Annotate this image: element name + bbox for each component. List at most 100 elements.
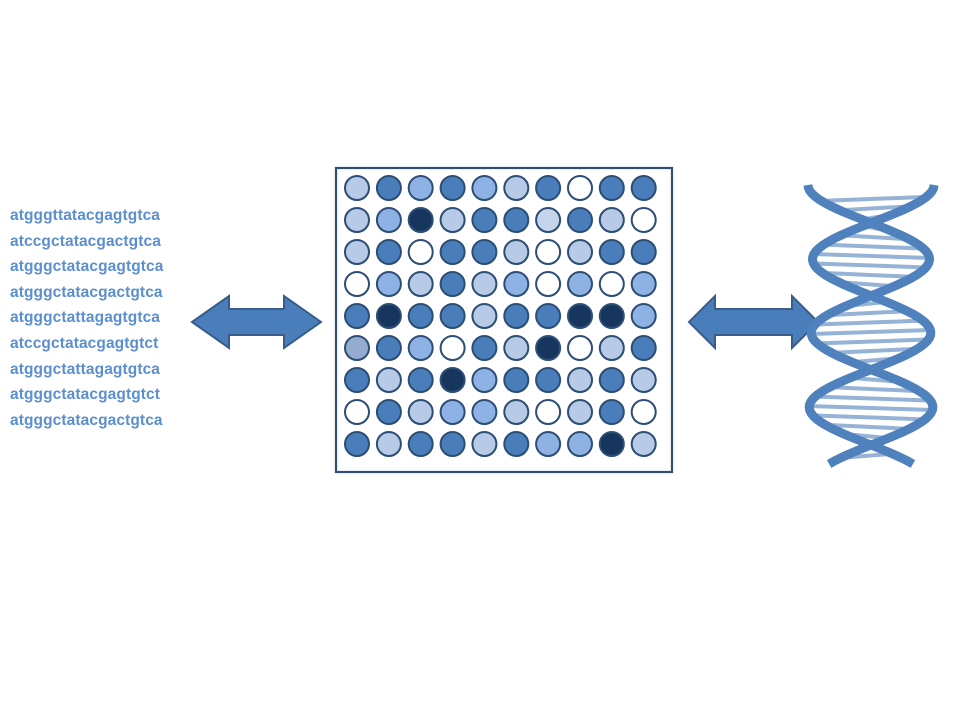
- microarray-spot: [630, 239, 657, 265]
- microarray-spot: [407, 239, 434, 265]
- microarray-spot: [630, 175, 657, 201]
- microarray-spot: [503, 335, 530, 361]
- sequence-line: atgggctattagagtgtca: [10, 360, 161, 378]
- microarray-spot: [535, 175, 562, 201]
- microarray-spot: [567, 207, 593, 233]
- microarray-spot: [344, 367, 370, 393]
- microarray-spot: [535, 239, 562, 265]
- microarray-spot: [344, 303, 370, 329]
- microarray-spot: [439, 303, 466, 329]
- microarray-spot: [375, 207, 402, 233]
- sequence-line: atgggctatacgagtgtca: [10, 258, 164, 276]
- microarray-spot: [598, 303, 625, 329]
- dna-base-pair: [830, 309, 912, 317]
- microarray-spot: [535, 367, 562, 393]
- microarray-spot: [567, 399, 593, 425]
- dna-base-pair: [826, 385, 916, 393]
- sequence-line: atccgctatacgagtgtct: [10, 334, 159, 352]
- dna-base-pair: [829, 423, 913, 431]
- dna-base-pair: [815, 337, 927, 346]
- microarray-spot: [375, 431, 402, 457]
- microarray-spot: [535, 335, 562, 361]
- microarray-spot: [407, 175, 434, 201]
- microarray-spot: [567, 303, 593, 329]
- sequence-list: atgggttatacgagtgtca atccgctatacgactgtca …: [10, 205, 163, 435]
- microarray-spot: [471, 303, 498, 329]
- microarray-spot: [535, 399, 562, 425]
- microarray-spot: [375, 399, 402, 425]
- microarray-spot: [503, 239, 530, 265]
- dna-strand: [804, 184, 939, 468]
- microarray-spot: [503, 431, 530, 457]
- microarray-spot: [439, 271, 466, 297]
- microarray-spot: [471, 239, 498, 265]
- dna-base-pair: [820, 242, 922, 251]
- microarray-spot: [535, 207, 562, 233]
- right-double-arrow-icon: [687, 293, 820, 351]
- dna-base-pair: [825, 271, 917, 279]
- microarray-spot: [344, 335, 370, 361]
- microarray-spot: [567, 335, 593, 361]
- sequence-line: atgggctatacgactgtca: [10, 283, 163, 301]
- dna-base-pair: [828, 347, 914, 355]
- microarray-spot: [471, 335, 498, 361]
- dna-base-pair: [818, 195, 924, 203]
- microarray-spot: [630, 399, 657, 425]
- microarray-spot: [407, 207, 434, 233]
- microarray-spot: [344, 175, 370, 201]
- microarray-spot: [535, 303, 562, 329]
- microarray-spot: [503, 175, 530, 201]
- sequence-line: atgggctattagagtgtca: [10, 309, 161, 327]
- left-double-arrow-icon: [190, 294, 323, 350]
- microarray-spot: [439, 367, 466, 393]
- microarray-spot: [407, 335, 434, 361]
- microarray-spot: [598, 367, 625, 393]
- microarray-spot: [503, 399, 530, 425]
- microarray-spot: [407, 399, 434, 425]
- microarray-spot: [503, 207, 530, 233]
- microarray-spot: [567, 239, 593, 265]
- microarray-spot: [344, 271, 370, 297]
- sequence-line: atgggttatacgagtgtca: [10, 207, 161, 224]
- microarray-spot: [344, 207, 370, 233]
- microarray-spot: [344, 431, 370, 457]
- microarray-spot: [375, 335, 402, 361]
- microarray-spot: [503, 367, 530, 393]
- microarray-spot: [471, 175, 498, 201]
- microarray-spot: [439, 207, 466, 233]
- microarray-spot: [535, 431, 562, 457]
- microarray-spot: [471, 399, 498, 425]
- microarray-spot: [471, 271, 498, 297]
- sequence-line: atccgctatacgactgtca: [10, 232, 161, 250]
- microarray-spot: [630, 335, 657, 361]
- microarray-spot: [567, 271, 593, 297]
- microarray-spot: [407, 367, 434, 393]
- microarray-spot: [503, 303, 530, 329]
- microarray-spot: [344, 399, 370, 425]
- dna-strand: [803, 184, 938, 468]
- microarray-spot: [598, 239, 625, 265]
- microarray-spot: [471, 431, 498, 457]
- microarray-spot: [439, 239, 466, 265]
- microarray-spot: [407, 271, 434, 297]
- sequence-line: atgggctatacgactgtca: [10, 411, 163, 429]
- microarray-spot: [598, 431, 625, 457]
- microarray-spot: [439, 175, 466, 201]
- microarray-spot: [375, 239, 402, 265]
- microarray-spot: [471, 207, 498, 233]
- microarray-spot: [630, 271, 657, 297]
- microarray-spot: [598, 335, 625, 361]
- microarray-spot: [630, 367, 657, 393]
- microarray-spot: [375, 367, 402, 393]
- microarray-spot: [439, 399, 466, 425]
- microarray-spot: [535, 271, 562, 297]
- microarray-spot: [630, 207, 657, 233]
- dna-base-pair: [809, 404, 933, 412]
- microarray-spot: [439, 335, 466, 361]
- microarray-spot: [630, 303, 657, 329]
- sequence-line: atgggctatacgagtgtct: [10, 386, 161, 404]
- microarray-spot: [375, 271, 402, 297]
- microarray-spot: [407, 303, 434, 329]
- dna-base-pair: [814, 413, 928, 422]
